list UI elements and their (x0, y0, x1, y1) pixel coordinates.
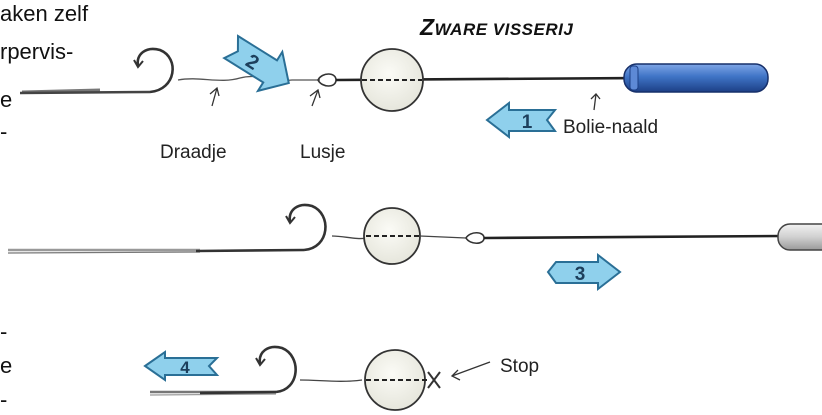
loop (317, 73, 337, 87)
stop-icon (427, 371, 441, 389)
rig-row-2 (7, 203, 822, 265)
rig-row-1 (19, 47, 769, 112)
label-stop: Stop (500, 356, 539, 377)
boilie-needle-handle (623, 63, 769, 93)
cut-text-line-5: - (0, 319, 8, 344)
step-2-arrow: 2 (222, 34, 290, 93)
boilie-needle-handle (777, 223, 822, 251)
label-draadje: Draadje (160, 142, 227, 163)
cut-text-line-7: - (0, 387, 8, 412)
cut-text-line-3: e (0, 87, 13, 112)
hook-icon (199, 345, 297, 395)
cut-text-line-1: aken zelf (0, 1, 89, 26)
step-3-arrow: 3 (546, 252, 622, 292)
loop (465, 231, 485, 245)
step-3-label: 3 (575, 264, 586, 285)
step-4-label: 4 (180, 358, 190, 377)
needle-line (483, 234, 783, 240)
label-lusje: Lusje (300, 142, 345, 163)
label-bolie-naald: Bolie-naald (563, 117, 658, 138)
boilie (360, 48, 424, 112)
rig-row-3: Stop (149, 345, 539, 411)
hook-icon (195, 203, 327, 253)
title-initial: Z (420, 14, 435, 40)
step-1-arrow: 1 (485, 100, 558, 140)
cut-text-line-6: e (0, 353, 13, 378)
step-4-arrow: 4 (143, 350, 220, 382)
hook-icon (19, 47, 174, 95)
cut-text-line-2: rpervis- (0, 39, 74, 64)
step-1-label: 1 (522, 112, 533, 133)
cut-text-line-4: - (0, 119, 8, 144)
page-title: ZWARE VISSERIJ (420, 14, 573, 41)
hair-link (177, 75, 320, 81)
title-rest: WARE VISSERIJ (434, 20, 574, 39)
